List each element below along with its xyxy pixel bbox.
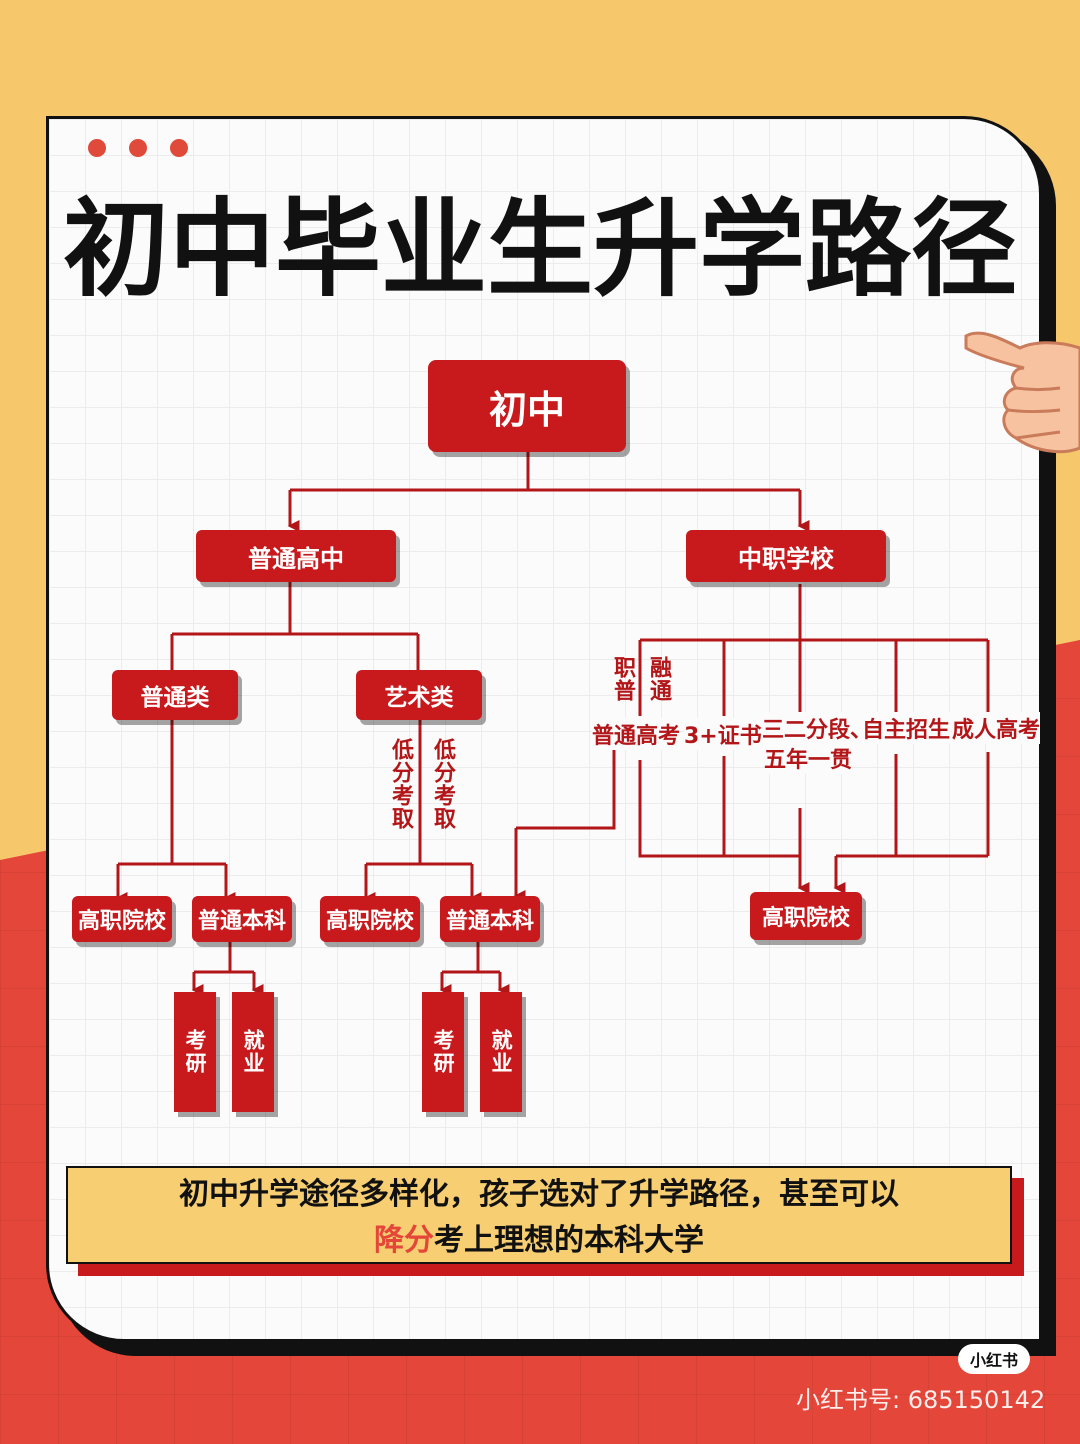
decor-dot-1 <box>88 139 106 157</box>
label-low-score-2: 低分考取 <box>430 738 455 830</box>
caption-box: 初中升学途径多样化，孩子选对了升学路径，甚至可以 降分考上理想的本科大学 <box>66 1166 1012 1264</box>
label-five-year: 五年一贯 <box>764 742 853 774</box>
node-general-high-school: 普通高中 <box>196 530 396 582</box>
node-vocational-college-1: 高职院校 <box>72 896 172 942</box>
caption-line-2-rest: 考上理想的本科大学 <box>434 1223 704 1258</box>
node-undergraduate-1: 普通本科 <box>192 896 292 942</box>
caption-line-2: 降分考上理想的本科大学 <box>68 1218 1010 1264</box>
node-vocational-college-3: 高职院校 <box>750 892 862 940</box>
label-integration: 融通 <box>646 656 671 702</box>
label-independent-enrollment: 自主招生 <box>862 712 951 744</box>
node-vocational-middle-school: 中职学校 <box>686 530 886 582</box>
node-general-track: 普通类 <box>112 670 238 720</box>
label-adult-gaokao: 成人高考 <box>952 712 1041 744</box>
node-junior-high: 初中 <box>428 360 626 452</box>
node-employment-1: 就业 <box>232 992 274 1112</box>
pointing-hand-icon <box>964 331 1080 454</box>
watermark-badge: 小红书 <box>958 1344 1030 1374</box>
node-grad-exam-2: 考研 <box>422 992 464 1112</box>
caption-highlight: 降分 <box>374 1223 434 1258</box>
label-low-score-1: 低分考取 <box>388 738 413 830</box>
node-art-track: 艺术类 <box>356 670 482 720</box>
node-undergraduate-2: 普通本科 <box>440 896 540 942</box>
watermark-text: 小红书号: 685150142 <box>796 1386 1046 1414</box>
main-card <box>46 116 1042 1342</box>
caption-line-1: 初中升学途径多样化，孩子选对了升学路径，甚至可以 <box>179 1177 899 1212</box>
node-employment-2: 就业 <box>480 992 522 1112</box>
node-grad-exam-1: 考研 <box>174 992 216 1112</box>
label-plus-certificate: 3+证书 <box>684 718 762 750</box>
label-general-gaokao: 普通高考 <box>592 718 681 750</box>
label-vocational-general: 职普 <box>610 656 635 702</box>
page-title: 初中毕业生升学路径 <box>63 188 1017 311</box>
decor-dot-3 <box>170 139 188 157</box>
node-vocational-college-2: 高职院校 <box>320 896 420 942</box>
decor-dot-2 <box>129 139 147 157</box>
label-three-two: 三二分段、 <box>762 712 873 744</box>
